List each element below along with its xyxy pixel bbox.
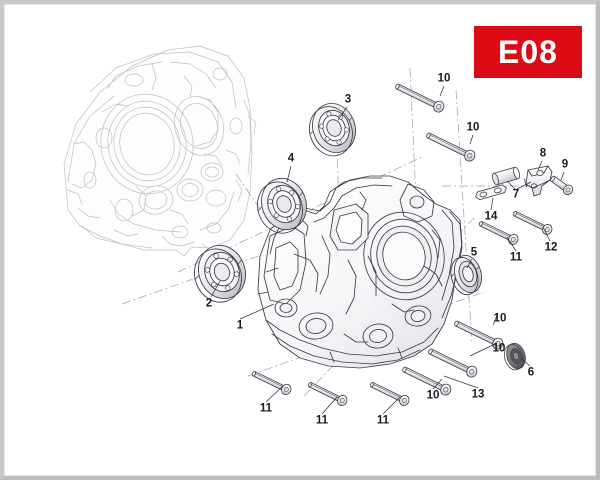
ball-bearing-middle xyxy=(257,178,307,234)
callout-3: 3 xyxy=(344,93,352,106)
crankcase-half-right xyxy=(257,175,463,369)
callout-10-a: 10 xyxy=(437,72,451,85)
bearing-right-output xyxy=(450,254,482,296)
leader-lines xyxy=(210,85,565,415)
callout-4: 4 xyxy=(287,152,295,165)
callout-13: 13 xyxy=(471,388,485,401)
callout-10-b: 10 xyxy=(466,121,480,134)
ghost-crankcase-left xyxy=(63,45,257,257)
callout-11-c: 11 xyxy=(376,414,390,427)
gasket-plate xyxy=(475,184,507,201)
callout-14: 14 xyxy=(484,210,498,223)
ball-bearing-large xyxy=(194,245,246,303)
callout-9: 9 xyxy=(561,158,569,171)
callout-11-a: 11 xyxy=(259,402,273,415)
callout-10-d: 10 xyxy=(492,342,506,355)
callout-1: 1 xyxy=(236,319,244,332)
callout-12: 12 xyxy=(544,241,558,254)
section-code-text: E08 xyxy=(498,34,558,70)
retainer-bracket xyxy=(525,165,553,197)
section-code-badge: E08 xyxy=(474,26,582,78)
callout-7: 7 xyxy=(512,188,520,201)
seal-washer-dark xyxy=(503,342,526,371)
callout-11-b: 11 xyxy=(315,414,329,427)
callout-10-c: 10 xyxy=(493,312,507,325)
ball-bearing-upper xyxy=(308,103,356,157)
callout-11-d: 11 xyxy=(509,251,523,264)
callout-10-e: 10 xyxy=(426,389,440,402)
bolts-group xyxy=(251,83,574,406)
callout-5: 5 xyxy=(470,246,478,259)
callout-8: 8 xyxy=(539,147,547,160)
callout-2: 2 xyxy=(205,297,213,310)
callout-6: 6 xyxy=(527,366,535,379)
parts-diagram-canvas xyxy=(63,45,574,415)
